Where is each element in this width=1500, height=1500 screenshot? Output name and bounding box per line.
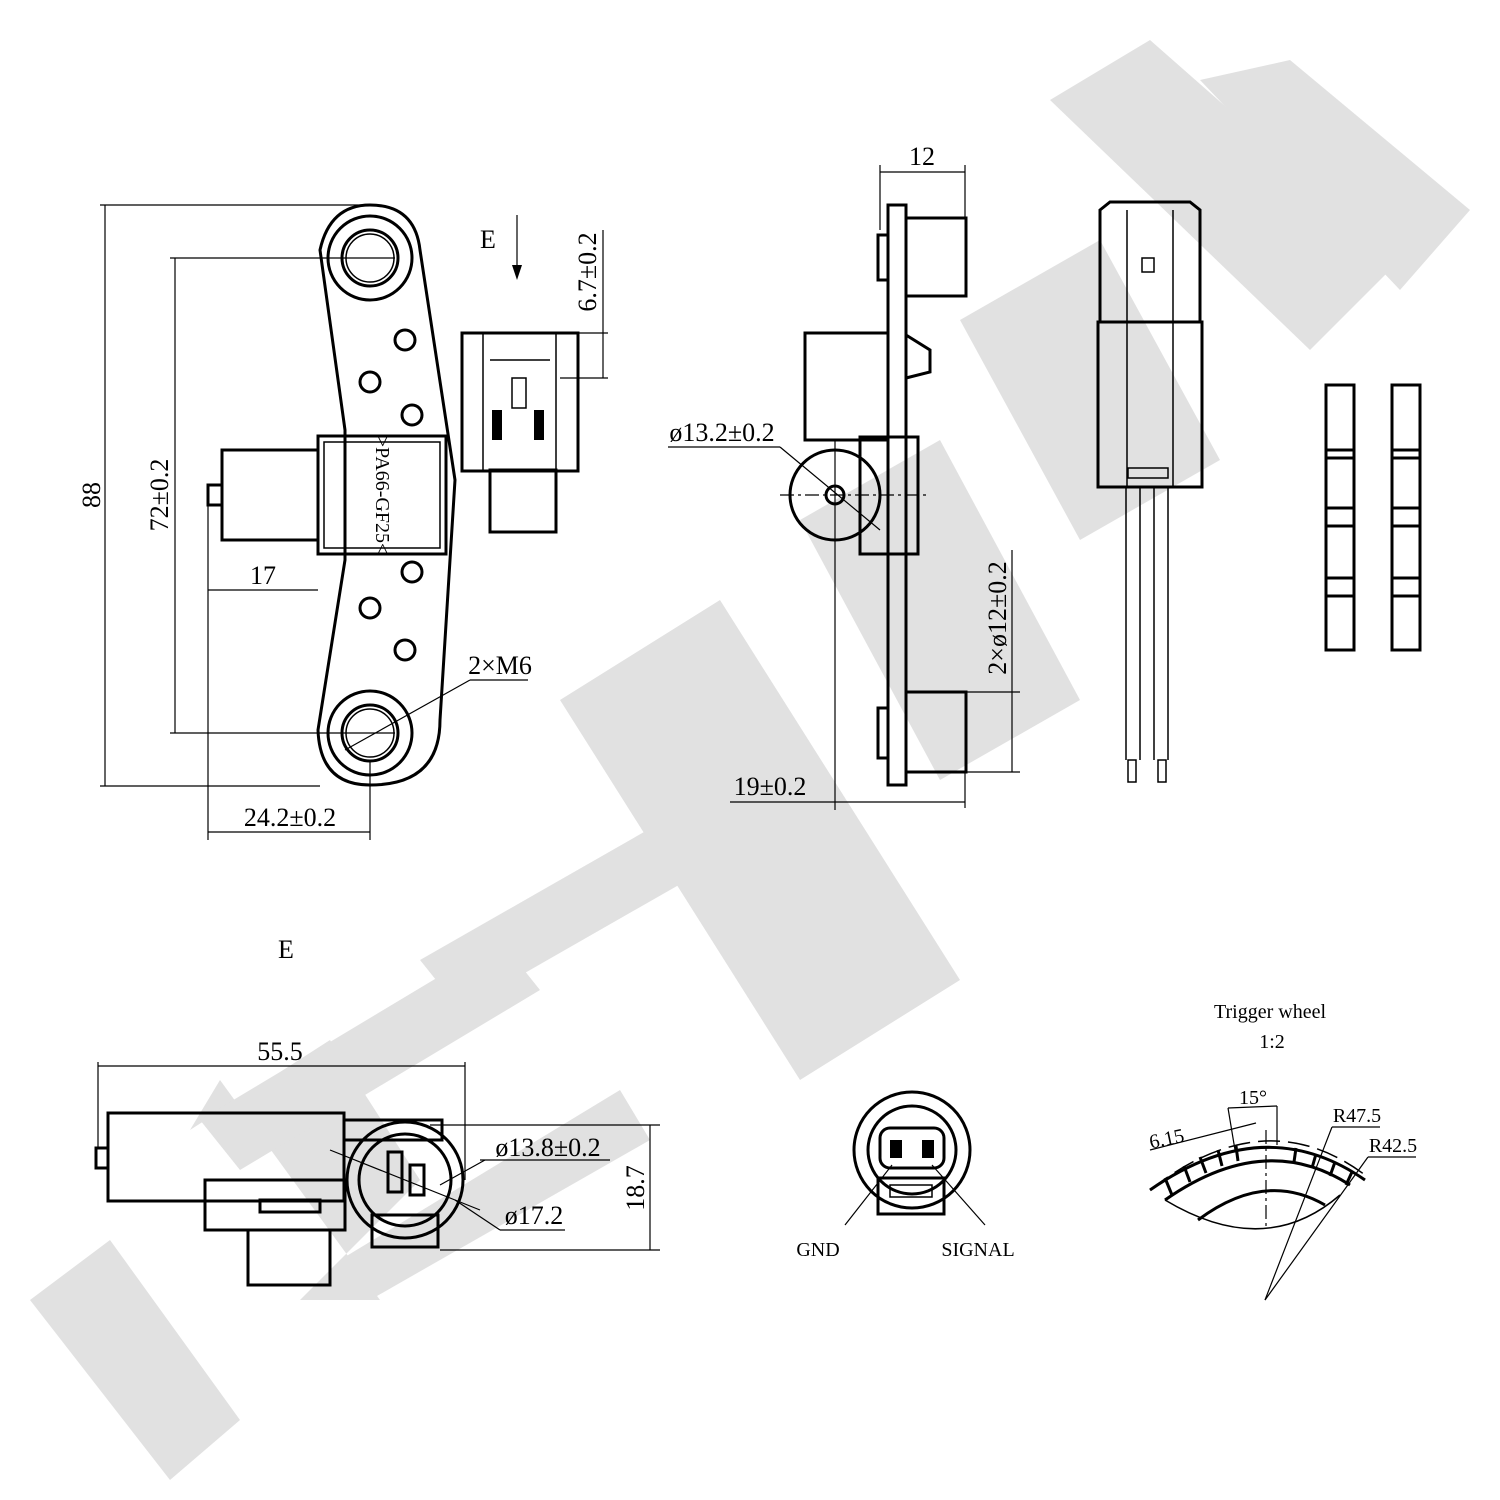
dim-bushing-diameter: 2×ø12±0.2 (983, 561, 1012, 674)
trigger-wheel-teeth (1163, 1145, 1354, 1196)
dim-inner-diameter: ø13.8±0.2 (495, 1133, 600, 1162)
dim-outer-diameter: ø17.2 (505, 1201, 564, 1230)
dim-tooth-width: 6.15 (1147, 1125, 1186, 1154)
dim-height: 18.7 (621, 1165, 650, 1211)
front-view: 88 72±0.2 17 24.2±0.2 2×M6 E 6.7±0.2 >PA… (77, 203, 608, 840)
dim-total-height: 88 (77, 482, 106, 508)
thread-callout: 2×M6 (468, 651, 532, 680)
dim-inner-radius: R42.5 (1369, 1135, 1417, 1157)
trigger-wheel-title: Trigger wheel (1214, 1001, 1326, 1023)
dim-sensor-diameter: ø13.2±0.2 (669, 418, 774, 447)
material-marking: >PA66-GF25< (371, 436, 393, 555)
trigger-wheel: Trigger wheel 1:2 15° 6.15 R47.5 R42.5 (1147, 1001, 1417, 1301)
dim-length: 55.5 (257, 1037, 303, 1066)
dim-offset: 17 (250, 561, 276, 590)
connector-pinout: GND SIGNAL (796, 1090, 1015, 1261)
trigger-wheel-scale: 1:2 (1259, 1031, 1285, 1053)
pin-signal-label: SIGNAL (941, 1239, 1014, 1261)
dim-angle: 15° (1239, 1087, 1267, 1109)
dim-connector-offset: 6.7±0.2 (573, 232, 602, 311)
dim-thickness: 12 (909, 142, 935, 171)
dim-depth: 19±0.2 (734, 772, 807, 801)
connector-with-leads (1096, 200, 1204, 783)
dim-outer-radius: R47.5 (1333, 1105, 1381, 1127)
side-view: 12 ø13.2±0.2 2×ø12±0.2 19±0.2 (668, 142, 1020, 810)
dim-hole-spacing: 72±0.2 (145, 459, 174, 532)
terminal-pins (1324, 383, 1422, 652)
view-marker-e: E (480, 225, 496, 254)
dim-width: 24.2±0.2 (244, 803, 336, 832)
pin-gnd-label: GND (796, 1239, 839, 1261)
view-e-title: E (278, 935, 294, 964)
view-e: E 55.5 ø13.8±0.2 ø17.2 18.7 (94, 935, 660, 1287)
watermark-logo (30, 40, 1470, 1480)
